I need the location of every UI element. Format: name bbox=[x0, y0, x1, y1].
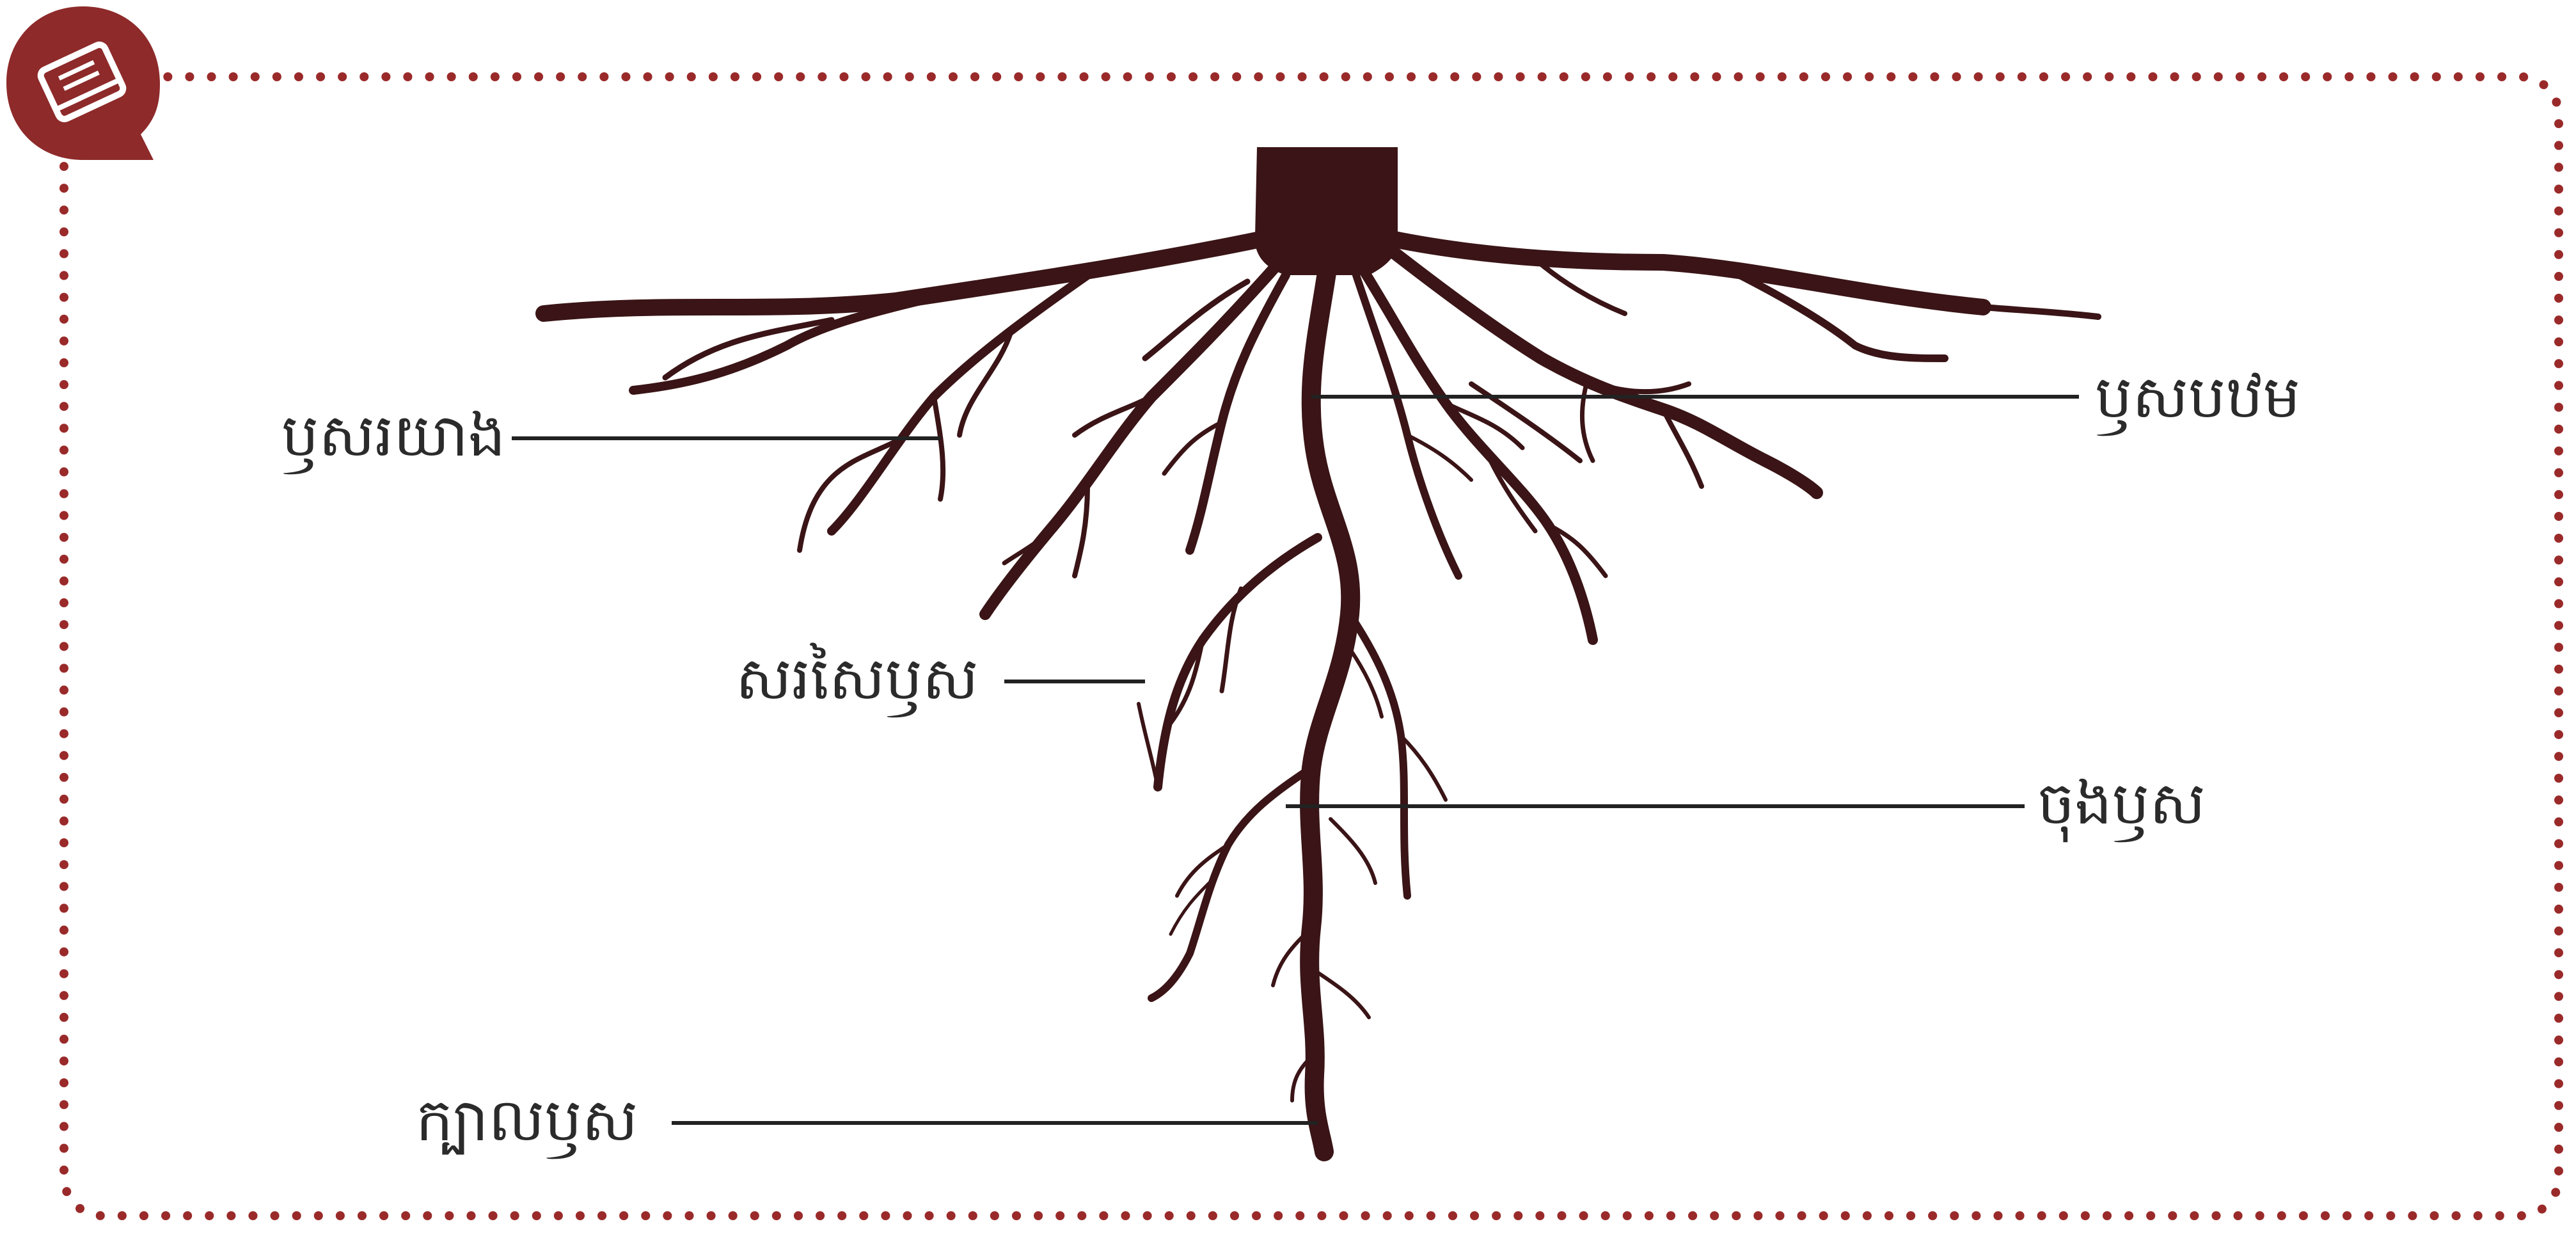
book-icon bbox=[6, 6, 160, 160]
lateral-root-right-1 bbox=[1382, 237, 1983, 307]
label-root-cap: ក្បាលឫស bbox=[416, 1091, 638, 1150]
label-root-hair: សរសៃឫស bbox=[736, 649, 979, 708]
root-hair-branch bbox=[1158, 537, 1318, 787]
root-stump bbox=[1255, 147, 1398, 275]
label-primary-root: ឫសបឋម bbox=[2095, 368, 2300, 427]
label-lateral-root: ឫសរយាង bbox=[281, 406, 505, 465]
primary-root bbox=[1309, 269, 1350, 1152]
leader-lines bbox=[512, 397, 2079, 1123]
label-root-tip: ចុងឫស bbox=[2037, 774, 2206, 833]
